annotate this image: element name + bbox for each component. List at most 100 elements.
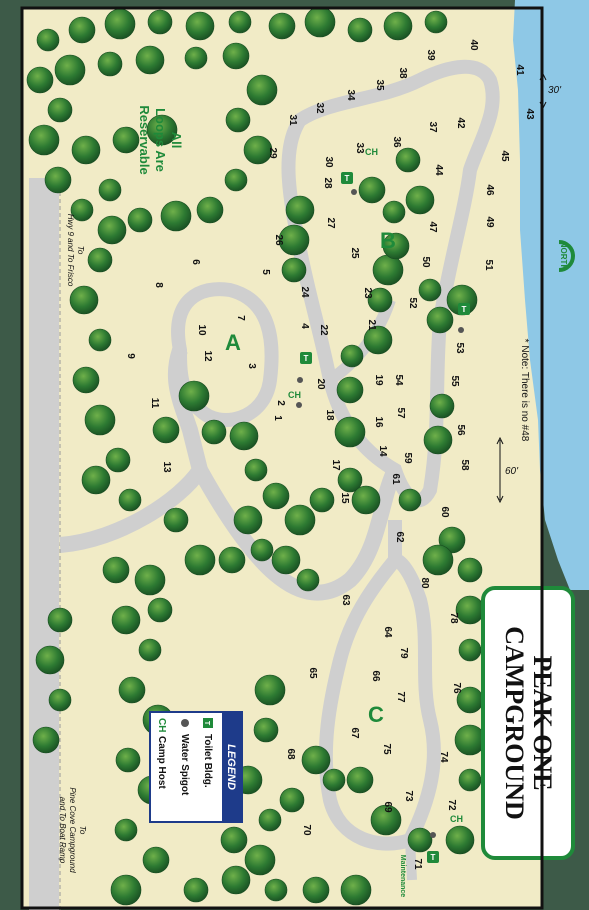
- campsite-34: 34: [345, 89, 356, 101]
- tree-icon: [301, 745, 331, 775]
- tree-icon: [115, 747, 141, 773]
- tree-icon: [28, 124, 60, 156]
- note-no-48: * Note: There is no #48: [519, 339, 530, 442]
- svg-text:Reservable: Reservable: [137, 105, 152, 174]
- tree-icon: [146, 114, 178, 146]
- svg-text:Hwy 9 and To Frisco: Hwy 9 and To Frisco: [66, 214, 75, 287]
- tree-icon: [334, 416, 366, 448]
- campsite-53: 53: [454, 342, 465, 354]
- campsite-32: 32: [314, 102, 325, 114]
- campsite-40: 40: [468, 39, 479, 51]
- campsite-56: 56: [455, 424, 466, 436]
- tree-icon: [87, 247, 113, 273]
- tree-icon: [138, 638, 162, 662]
- loop-c-label: C: [368, 702, 384, 727]
- tree-icon: [304, 6, 336, 38]
- maintenance-label: Maintenance: [399, 855, 406, 898]
- campsite-76: 76: [451, 682, 462, 694]
- campsite-numbers: 1234567891011121314151617181920212223242…: [125, 39, 535, 870]
- campsite-59: 59: [402, 452, 413, 464]
- legend: LEGEND T Toilet Bldg. Water Spigot CH Ca…: [149, 711, 243, 823]
- tree-icon: [142, 846, 170, 874]
- campsite-19: 19: [373, 374, 384, 386]
- tree-icon: [351, 485, 381, 515]
- camp-host-b: CH: [365, 147, 378, 157]
- tree-icon: [418, 278, 442, 302]
- campsite-8: 8: [153, 282, 164, 288]
- tree-icon: [110, 874, 142, 906]
- water-spigot-icons: [296, 189, 464, 838]
- tree-icon: [184, 46, 208, 70]
- campsite-5: 5: [260, 269, 271, 275]
- tree-icon: [114, 818, 138, 842]
- tree-icon: [224, 168, 248, 192]
- campsite-60: 60: [439, 506, 450, 518]
- tree-icon: [395, 147, 421, 173]
- tree-icon: [229, 421, 259, 451]
- tree-icon: [278, 224, 310, 256]
- tree-icon: [69, 285, 99, 315]
- campsite-49: 49: [484, 216, 495, 228]
- tree-icon: [244, 844, 276, 876]
- campsite-71: 71: [412, 858, 423, 870]
- campsite-22: 22: [318, 324, 329, 336]
- campsite-9: 9: [125, 353, 136, 359]
- loop-a-label: A: [225, 330, 241, 355]
- tree-icon: [112, 126, 140, 154]
- tree-icon: [347, 17, 373, 43]
- campsite-80: 80: [419, 577, 430, 589]
- campsite-29: 29: [267, 147, 278, 159]
- tree-icon: [367, 287, 393, 313]
- campsite-47: 47: [427, 221, 438, 233]
- campsite-70: 70: [301, 824, 312, 836]
- campsite-24: 24: [299, 286, 310, 298]
- tree-icon: [220, 826, 248, 854]
- scale-60: 60': [496, 436, 519, 504]
- tree-icon: [426, 306, 454, 334]
- campsite-64: 64: [382, 626, 393, 638]
- campsite-77: 77: [395, 691, 406, 703]
- tree-icon: [455, 595, 485, 625]
- campsite-20: 20: [315, 378, 326, 390]
- tree-icon: [104, 8, 136, 40]
- campsite-68: 68: [285, 748, 296, 760]
- campsite-54: 54: [393, 374, 404, 386]
- campsite-14: 14: [377, 445, 388, 457]
- svg-text:and To Boat Ramp: and To Boat Ramp: [58, 797, 67, 864]
- tree-icon: [285, 195, 315, 225]
- tree-icon: [405, 185, 435, 215]
- water-spigot-icon: [458, 327, 464, 333]
- campsite-43: 43: [524, 108, 535, 120]
- tree-icon: [47, 607, 73, 633]
- tree-icon: [152, 416, 180, 444]
- tree-icon: [243, 135, 273, 165]
- campsite-3: 3: [246, 363, 257, 369]
- tree-icon: [185, 11, 215, 41]
- direction-frisco: To Hwy 9 and To Frisco: [66, 214, 85, 287]
- tree-icon: [279, 787, 305, 813]
- tree-icon: [105, 447, 131, 473]
- toilet-marker-c: T: [427, 851, 439, 863]
- svg-text:T: T: [304, 354, 309, 363]
- tree-icon: [26, 66, 54, 94]
- svg-text:To: To: [76, 246, 85, 255]
- svg-text:To: To: [78, 826, 87, 835]
- campsite-10: 10: [196, 324, 207, 336]
- svg-text:T: T: [462, 305, 467, 314]
- tree-icon: [407, 827, 433, 853]
- svg-text:T: T: [431, 853, 436, 862]
- toilet-marker-b1: T: [341, 172, 353, 184]
- tree-icon: [163, 507, 189, 533]
- campsite-72: 72: [446, 799, 457, 811]
- campsite-18: 18: [324, 409, 335, 421]
- direction-pine-cove: To Pine Cove Campground and To Boat Ramp: [58, 787, 87, 873]
- tree-icon: [111, 605, 141, 635]
- tree-icon: [147, 9, 173, 35]
- campsite-15: 15: [339, 492, 350, 504]
- campsite-27: 27: [325, 217, 336, 229]
- svg-text:Toilet Bldg.: Toilet Bldg.: [202, 734, 213, 788]
- tree-icon: [284, 504, 316, 536]
- svg-text:* Note: There is no #48: * Note: There is no #48: [519, 339, 530, 442]
- tree-icon: [184, 544, 216, 576]
